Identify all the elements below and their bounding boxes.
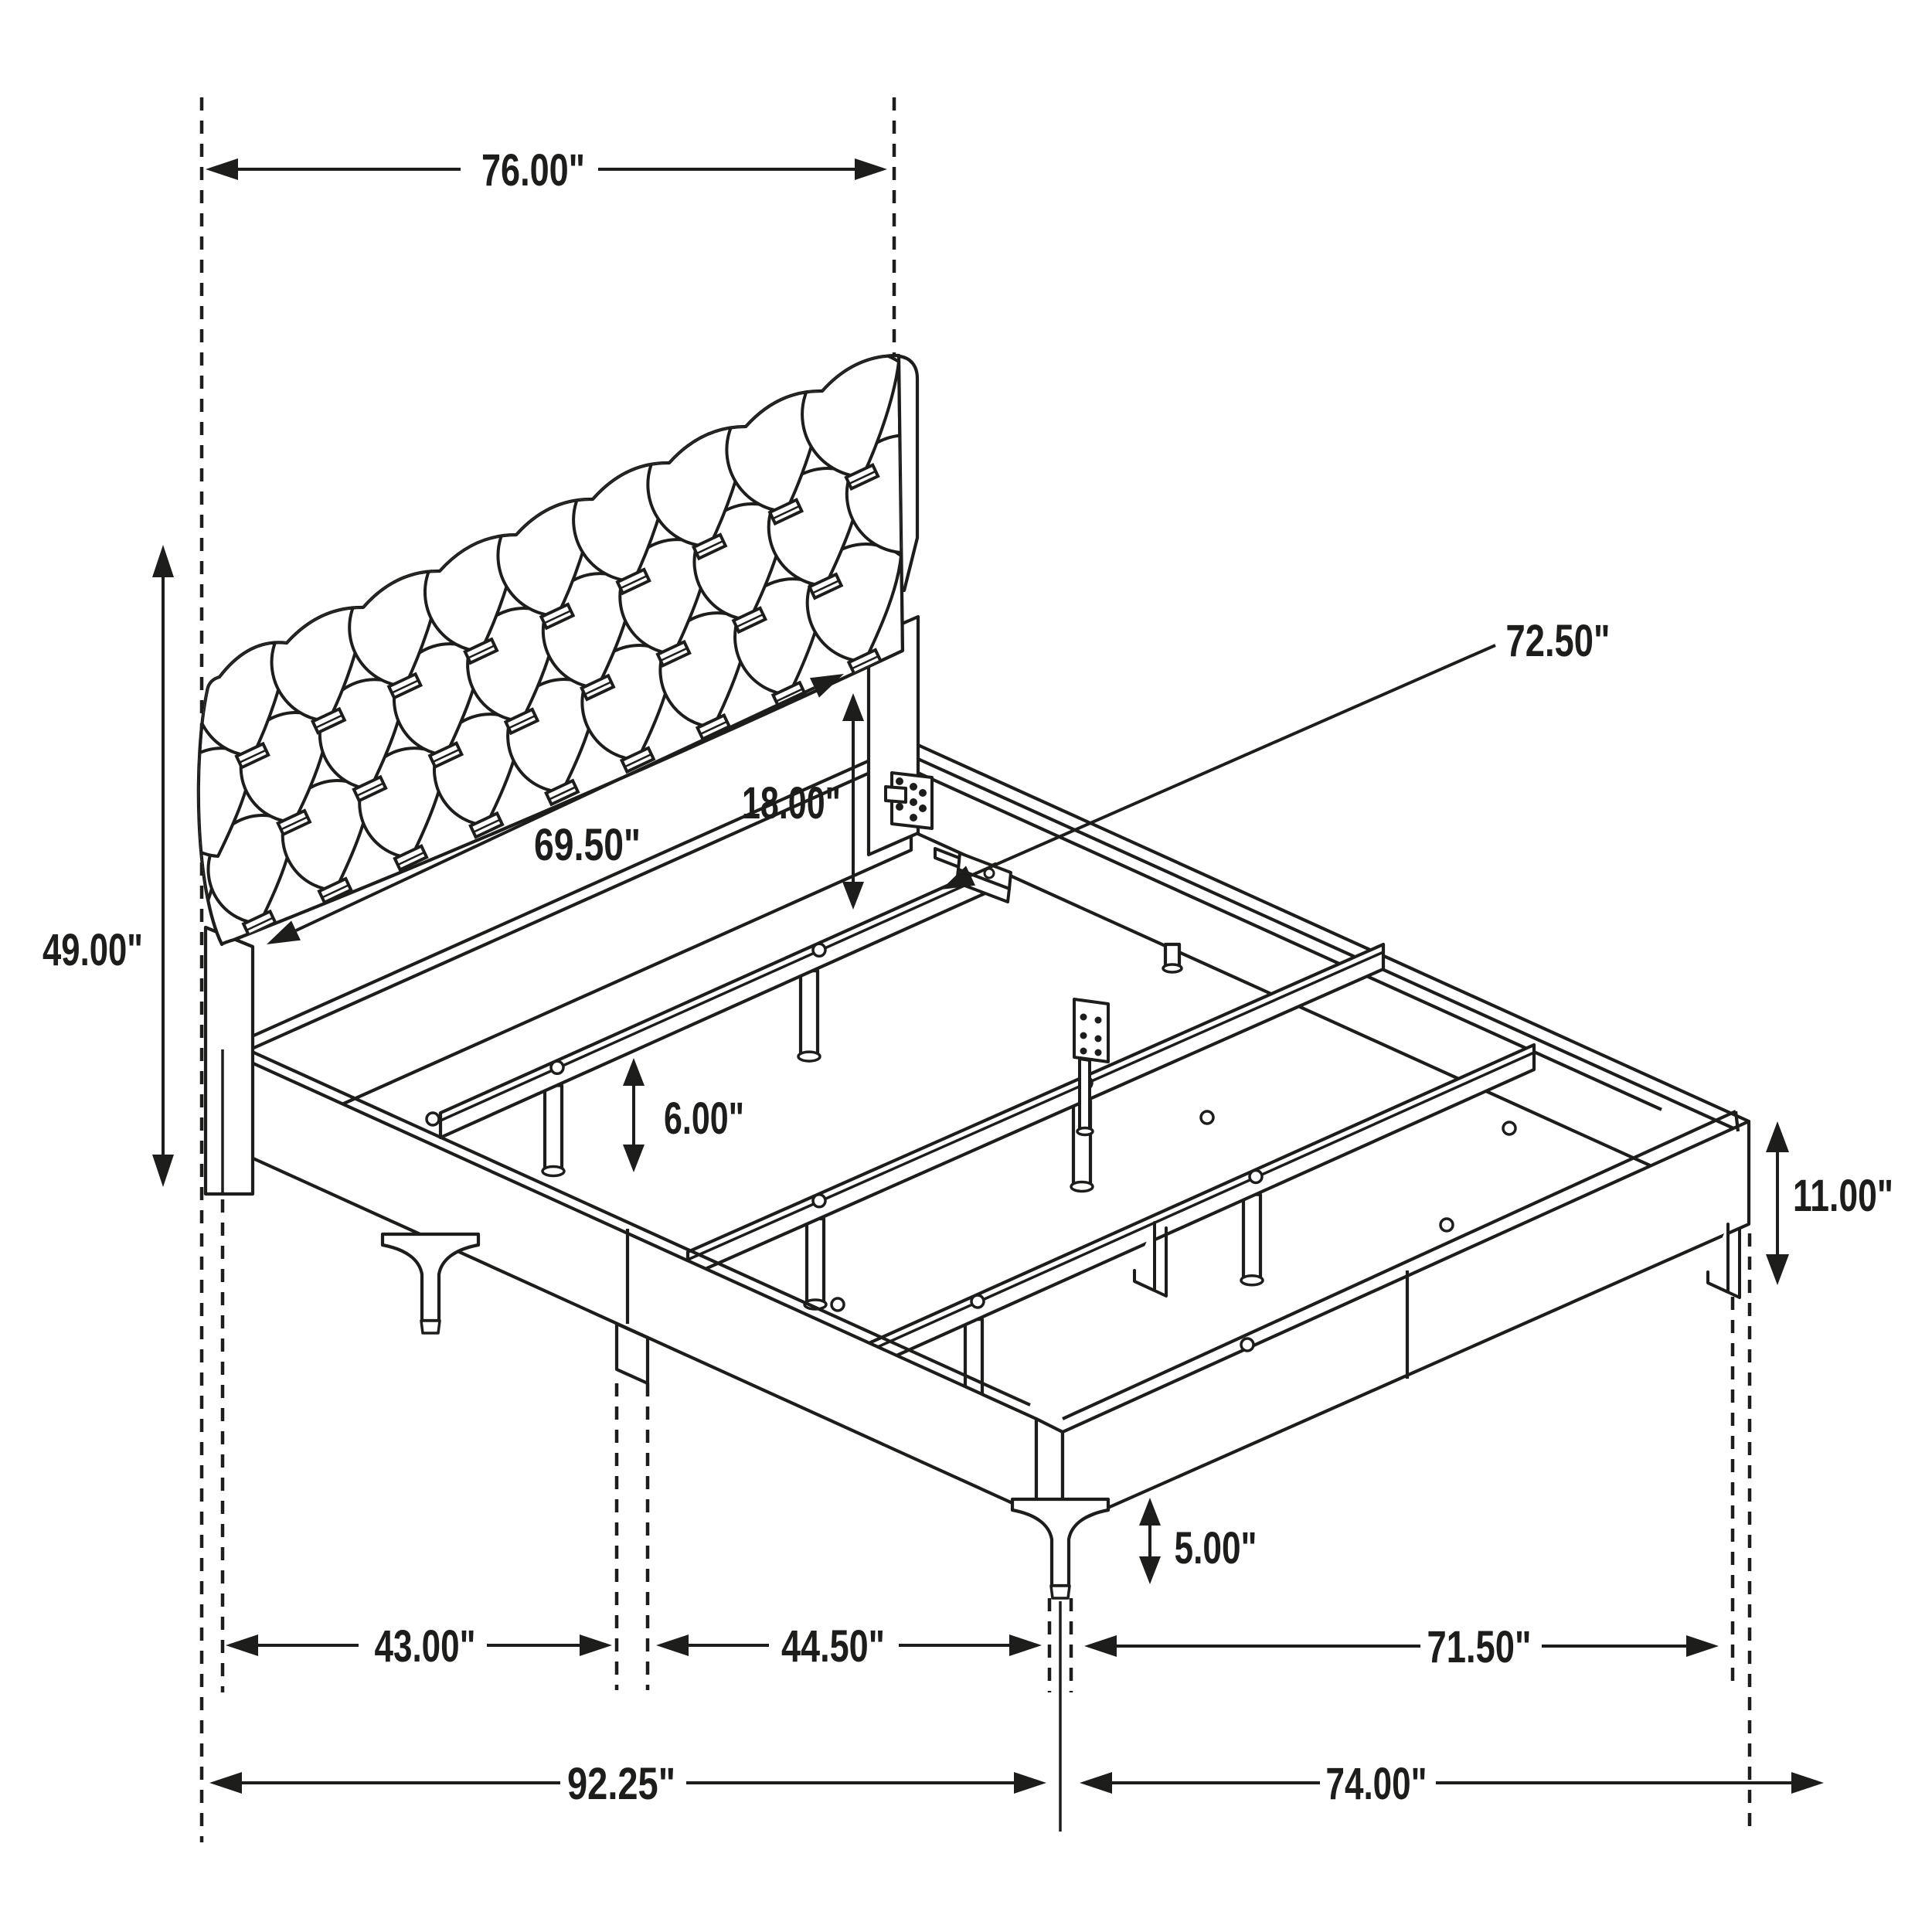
svg-text:92.25": 92.25" [567, 1759, 675, 1809]
svg-text:74.00": 74.00" [1326, 1759, 1427, 1809]
svg-text:18.00": 18.00" [742, 778, 841, 828]
svg-text:5.00": 5.00" [1175, 1523, 1257, 1573]
svg-text:76.00": 76.00" [481, 145, 585, 196]
svg-text:71.50": 71.50" [1427, 1622, 1532, 1672]
svg-text:44.50": 44.50" [781, 1621, 885, 1672]
svg-text:11.00": 11.00" [1793, 1171, 1893, 1221]
svg-text:6.00": 6.00" [664, 1094, 744, 1144]
svg-text:43.00": 43.00" [375, 1621, 476, 1672]
svg-text:49.00": 49.00" [43, 925, 143, 975]
svg-text:69.50": 69.50" [534, 820, 641, 870]
svg-text:72.50": 72.50" [1506, 616, 1611, 666]
